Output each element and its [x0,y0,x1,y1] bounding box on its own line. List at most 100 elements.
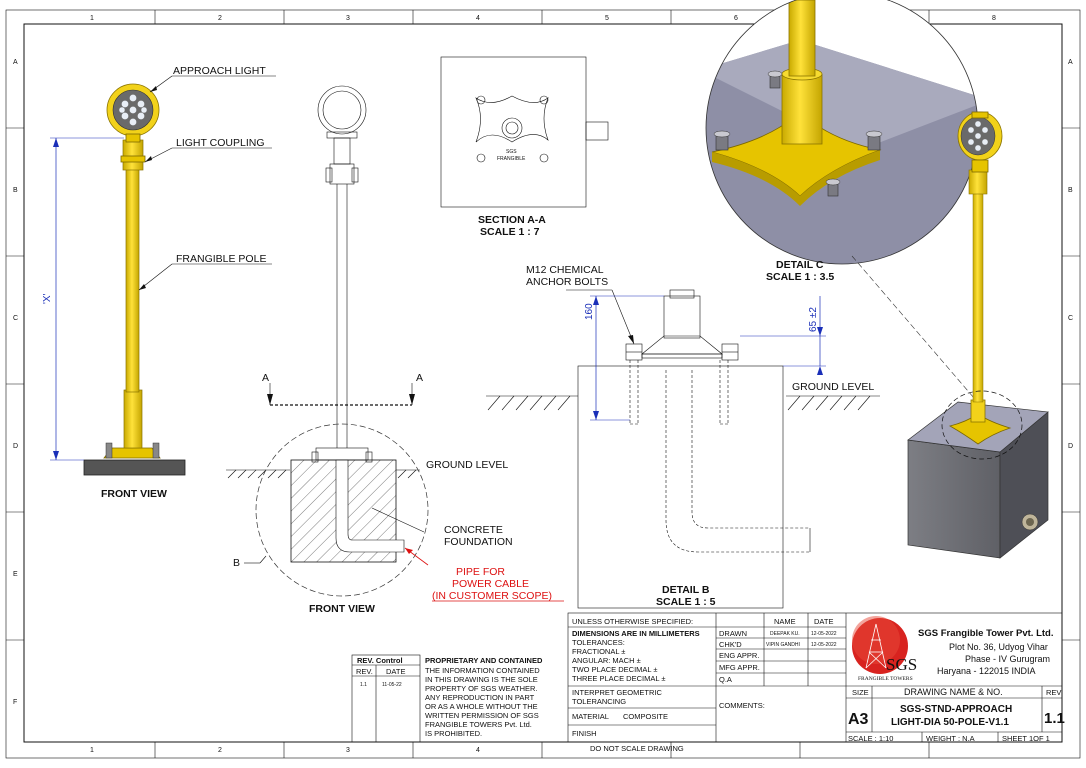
company-address-2: Phase - IV Gurugram [965,654,1050,664]
proprietary-line-7: FRANGIBLE TOWERS Pvt. Ltd. [425,720,532,729]
proprietary-line-5: OR AS A WHOLE WITHOUT THE [425,702,538,711]
comments-label: COMMENTS: [719,701,765,710]
drawing-name-label: DRAWING NAME & NO. [904,687,1003,697]
approach-light-callout: APPROACH LIGHT [173,65,266,77]
logo-text: SGS [886,655,917,674]
scale-value: SCALE : 1:10 [848,734,893,743]
zone-col-3-bottom: 3 [346,747,350,754]
zone-col-5: 5 [605,15,609,22]
rev-control-title: REV. Control [357,656,403,665]
zone-row-c-right: C [1068,315,1073,322]
approval-date-header: DATE [814,617,833,626]
detail-b-marker: B [233,557,240,569]
rev-date-col-label: DATE [386,667,405,676]
zone-row-a-right: A [1068,59,1073,66]
company-address-1: Plot No. 36, Udyog Vihar [949,642,1048,652]
zone-col-4-bottom: 4 [476,747,480,754]
detail-b-scale: SCALE 1 : 5 [656,596,716,608]
title-block-grid [567,612,1063,743]
concrete-label-2: FOUNDATION [444,536,513,548]
detail-b-view [486,289,880,609]
ground-level-label-2: GROUND LEVEL [792,381,874,393]
detail-c-title: DETAIL C [776,259,824,271]
dimension-x-label: 'X' [42,293,53,304]
angular-tol: ANGULAR: MACH ± [572,656,641,665]
ground-level-label-1: GROUND LEVEL [426,459,508,471]
material-value: COMPOSITE [623,712,668,721]
drawn-date: 12-05-2022 [811,631,837,637]
zone-col-6: 6 [734,15,738,22]
tolerances-label: TOLERANCES: [572,638,625,647]
section-aa-view [440,56,609,208]
zone-labels-right: A B C D [1068,59,1073,450]
anchor-bolts-label-1: M12 CHEMICAL [526,264,604,276]
dimension-160: 160 [584,303,595,320]
proprietary-heading: PROPRIETARY AND CONTAINED [425,656,543,665]
approval-name-header: NAME [774,617,796,626]
finish-label: FINISH [572,729,597,738]
pipe-note-1: PIPE FOR [456,566,505,578]
proprietary-line-1: THE INFORMATION CONTAINED [425,666,540,675]
concrete-label-1: CONCRETE [444,524,503,536]
drawing-number-1: SGS-STND-APPROACH [900,704,1012,715]
plate-text-sgs: SGS [506,149,517,155]
zone-row-d: D [13,443,18,450]
zone-row-c: C [13,315,18,322]
drawn-name: DEEPAK KU. [770,631,800,637]
front-view-line-drawing [226,85,429,597]
proprietary-line-6: WRITTEN PERMISSION OF SGS [425,711,539,720]
sheet-value: SHEET 1OF 1 [1002,734,1050,743]
size-label: SIZE [852,688,869,697]
section-marker-left: A [262,372,269,384]
sheet-size: A3 [848,711,869,728]
three-place-tol: THREE PLACE DECIMAL ± [572,674,665,683]
zone-col-4: 4 [476,15,480,22]
zone-row-b: B [13,187,18,194]
zone-col-1-bottom: 1 [90,747,94,754]
detail-c-view [705,0,979,399]
rev-value: 1.1 [360,682,367,688]
dimensions-note: DIMENSIONS ARE IN MILLIMETERS [572,629,700,638]
zone-row-a: A [13,59,18,66]
proprietary-line-4: ANY REPRODUCTION IN PART [425,693,535,702]
zone-row-e: E [13,571,18,578]
checked-date: 12-05-2022 [811,642,837,648]
do-not-scale-note: DO NOT SCALE DRAWING [590,744,684,753]
zone-col-2: 2 [218,15,222,22]
pipe-note-2: POWER CABLE [452,578,529,590]
material-label: MATERIAL [572,712,609,721]
weight-value: WEIGHT : N.A [926,734,975,743]
interpret-geometric-1: INTERPRET GEOMETRIC [572,688,662,697]
zone-row-b-right: B [1068,187,1073,194]
zone-col-2-bottom: 2 [218,747,222,754]
proprietary-line-3: PROPERTY OF SGS WEATHER. [425,684,538,693]
drawing-number-2: LIGHT-DIA 50-POLE-V1.1 [891,717,1009,728]
company-name: SGS Frangible Tower Pvt. Ltd. [918,628,1053,639]
proprietary-line-8: IS PROHIBITED. [425,729,482,738]
zone-labels-bottom: 1 2 3 4 [90,747,480,754]
pipe-note-3: (IN CUSTOMER SCOPE) [432,590,552,602]
zone-row-d-right: D [1068,443,1073,450]
front-view-pole [50,75,276,476]
anchor-bolts-label-2: ANCHOR BOLTS [526,276,608,288]
plate-text-frangible: FRANGIBLE [497,156,526,162]
zone-col-3: 3 [346,15,350,22]
rev-label: REV [1046,688,1061,697]
revision-number: 1.1 [1044,710,1065,727]
company-address-3: Haryana - 122015 INDIA [937,666,1036,676]
proprietary-line-2: IN THIS DRAWING IS THE SOLE [425,675,538,684]
logo-subtext: FRANGIBLE TOWERS [858,676,913,682]
section-marker-right: A [416,372,423,384]
zone-row-f: F [13,699,17,706]
rev-col-label: REV. [356,667,373,676]
front-view-title: FRONT VIEW [101,488,167,500]
interpret-geometric-2: TOLERANCING [572,697,626,706]
dimension-65: 65 ±2 [808,307,819,332]
fractional-tol: FRACTIONAL ± [572,647,625,656]
section-aa-scale: SCALE 1 : 7 [480,226,540,238]
company-logo [852,616,908,674]
eng-appr-label: ENG APPR. [719,651,759,660]
zone-col-8: 8 [992,15,996,22]
mfg-appr-label: MFG APPR. [719,663,760,672]
